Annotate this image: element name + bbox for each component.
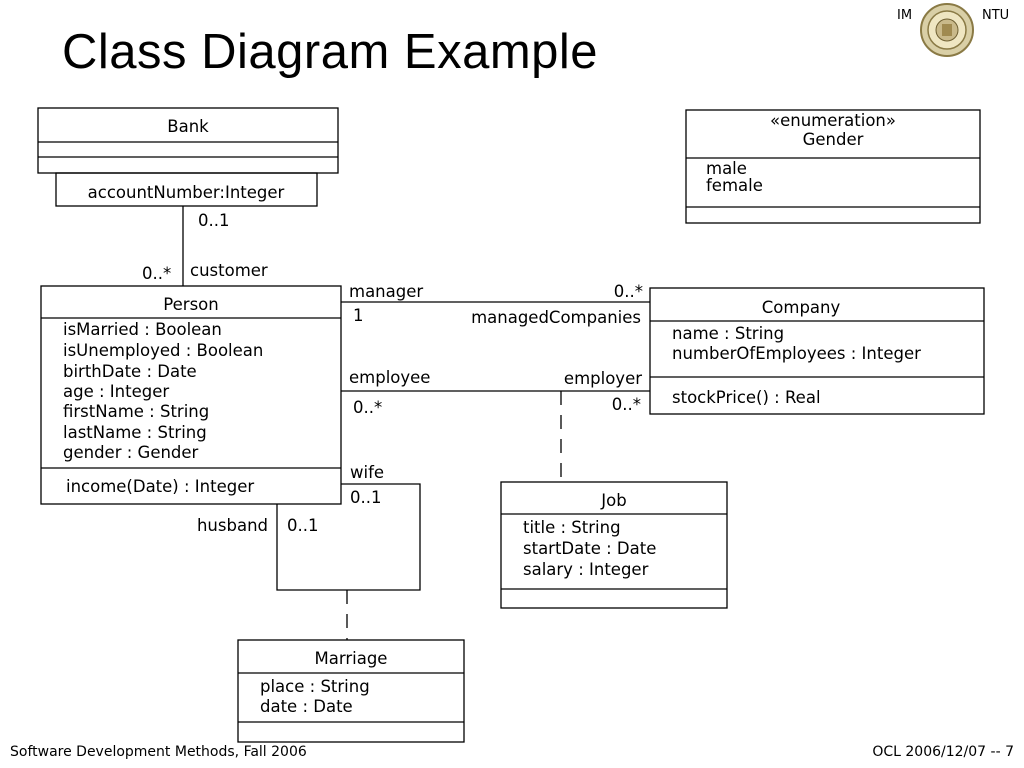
slide-title: Class Diagram Example (62, 25, 599, 79)
person-attribute: isMarried : Boolean (63, 320, 222, 339)
person-attribute: firstName : String (63, 402, 209, 421)
customer-multiplicity: 0..* (142, 264, 171, 283)
university-seal-icon (920, 3, 974, 57)
gender-literal: male (706, 159, 747, 178)
manager-multiplicity: 1 (353, 306, 364, 325)
person-attribute: isUnemployed : Boolean (63, 341, 263, 360)
gender-enumeration-box (685, 109, 981, 224)
person-attribute: birthDate : Date (63, 362, 197, 381)
customer-role-label: customer (190, 261, 268, 280)
job-attribute: title : String (523, 518, 621, 537)
footer-page-label: OCL 2006/12/07 -- 7 (872, 744, 1014, 760)
gender-literal: female (706, 176, 763, 195)
footer-course-label: Software Development Methods, Fall 2006 (10, 744, 307, 760)
person-attribute: gender : Gender (63, 443, 199, 462)
husband-role-label: husband (197, 516, 268, 535)
person-class-name: Person (163, 295, 218, 314)
gender-class-name: Gender (803, 130, 864, 149)
manager-role-label: manager (349, 282, 423, 301)
marriage-attribute: place : String (260, 677, 370, 696)
bank-qualifier-box (55, 172, 318, 207)
person-attribute: age : Integer (63, 382, 169, 401)
wife-multiplicity: 0..1 (350, 488, 382, 507)
company-operation: stockPrice() : Real (672, 388, 821, 407)
person-operation: income(Date) : Integer (66, 477, 254, 496)
person-class-box (40, 285, 342, 505)
company-class-name: Company (762, 298, 841, 317)
company-attribute: numberOfEmployees : Integer (672, 344, 921, 363)
job-class-box (500, 481, 728, 609)
person-attribute: lastName : String (63, 423, 207, 442)
employer-role-label: employer (564, 369, 642, 388)
employee-role-label: employee (349, 368, 430, 387)
job-attribute: startDate : Date (523, 539, 656, 558)
bank-class-name: Bank (167, 117, 209, 136)
managed-companies-role-label: managedCompanies (471, 308, 641, 327)
marriage-self-association-line (276, 483, 421, 591)
employee-multiplicity: 0..* (353, 398, 382, 417)
job-attribute: salary : Integer (523, 560, 649, 579)
bank-qualifier: accountNumber:Integer (88, 183, 285, 202)
managed-companies-multiplicity: 0..* (614, 282, 643, 301)
marriage-class-box (237, 639, 465, 743)
header-im-label: IM (897, 8, 913, 23)
marriage-attribute: date : Date (260, 697, 353, 716)
marriage-class-name: Marriage (315, 649, 388, 668)
company-attribute: name : String (672, 324, 784, 343)
header-ntu-label: NTU (982, 8, 1010, 23)
job-class-name: Job (600, 491, 626, 510)
company-class-box (649, 287, 985, 415)
wife-role-label: wife (350, 463, 384, 482)
husband-multiplicity: 0..1 (287, 516, 319, 535)
bank-multiplicity: 0..1 (198, 211, 230, 230)
gender-stereotype: «enumeration» (770, 111, 896, 130)
employer-multiplicity: 0..* (612, 395, 641, 414)
